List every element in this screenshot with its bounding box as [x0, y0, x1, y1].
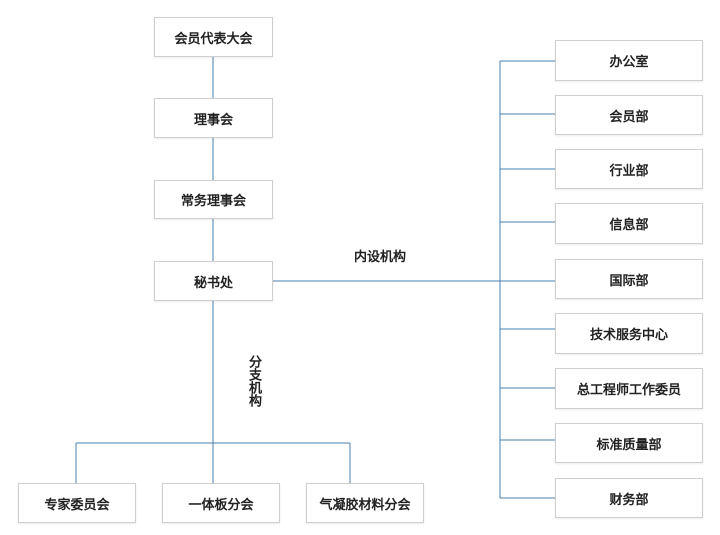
node-tech-service-center: 技术服务中心: [555, 313, 703, 354]
node-aerogel-branch: 气凝胶材料分会: [306, 483, 424, 523]
node-standing-council: 常务理事会: [154, 180, 273, 219]
node-council: 理事会: [154, 98, 273, 138]
node-chief-engineer-committee: 总工程师工作委员: [555, 368, 703, 409]
node-standards-quality-dept: 标准质量部: [555, 423, 703, 463]
node-secretariat: 秘书处: [154, 261, 273, 301]
internal-units-label: 内设机构: [354, 250, 407, 265]
node-expert-committee: 专家委员会: [18, 483, 136, 523]
node-office: 办公室: [555, 40, 703, 81]
node-international-dept: 国际部: [555, 259, 703, 299]
node-integrated-board-branch: 一体板分会: [162, 483, 280, 523]
node-finance-dept: 财务部: [555, 478, 703, 518]
node-members-congress: 会员代表大会: [154, 17, 273, 57]
branch-units-label: 分支机构: [246, 355, 261, 407]
node-membership-dept: 会员部: [555, 95, 703, 135]
node-information-dept: 信息部: [555, 203, 703, 244]
node-industry-dept: 行业部: [555, 149, 703, 189]
